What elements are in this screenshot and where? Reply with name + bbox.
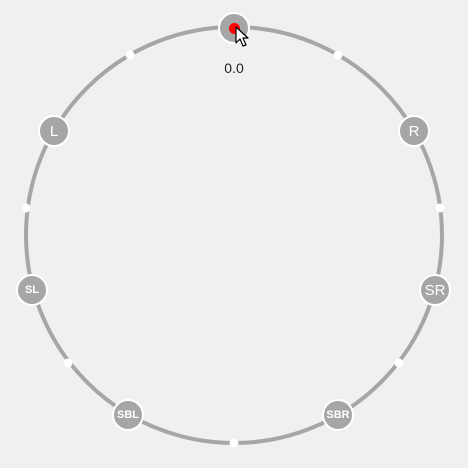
- source-position-dot: [228, 22, 240, 34]
- ring-tick: [435, 203, 445, 213]
- pointer-cursor-icon: [235, 26, 249, 47]
- speaker-R[interactable]: R: [398, 115, 430, 147]
- angle-readout: 0.0: [224, 60, 244, 76]
- speaker-label: L: [49, 122, 59, 140]
- speaker-SR[interactable]: SR: [419, 274, 451, 306]
- speaker-SL[interactable]: SL: [16, 274, 48, 306]
- ring-tick: [333, 50, 343, 60]
- speaker-SBL[interactable]: SBL: [112, 399, 144, 431]
- speaker-L[interactable]: L: [38, 115, 70, 147]
- ring-tick: [21, 203, 31, 213]
- speaker-label: R: [408, 122, 420, 140]
- speaker-label: SL: [24, 283, 40, 296]
- speaker-SBR[interactable]: SBR: [322, 399, 354, 431]
- speaker-label: SBL: [117, 408, 139, 421]
- ring-tick: [63, 358, 73, 368]
- speaker-label: SR: [424, 281, 446, 299]
- ring-tick: [394, 358, 404, 368]
- ring-tick: [125, 50, 135, 60]
- ring-circle: [24, 25, 444, 445]
- ring-tick: [229, 438, 239, 448]
- source-handle[interactable]: [218, 12, 250, 44]
- speaker-label: SBR: [326, 408, 350, 421]
